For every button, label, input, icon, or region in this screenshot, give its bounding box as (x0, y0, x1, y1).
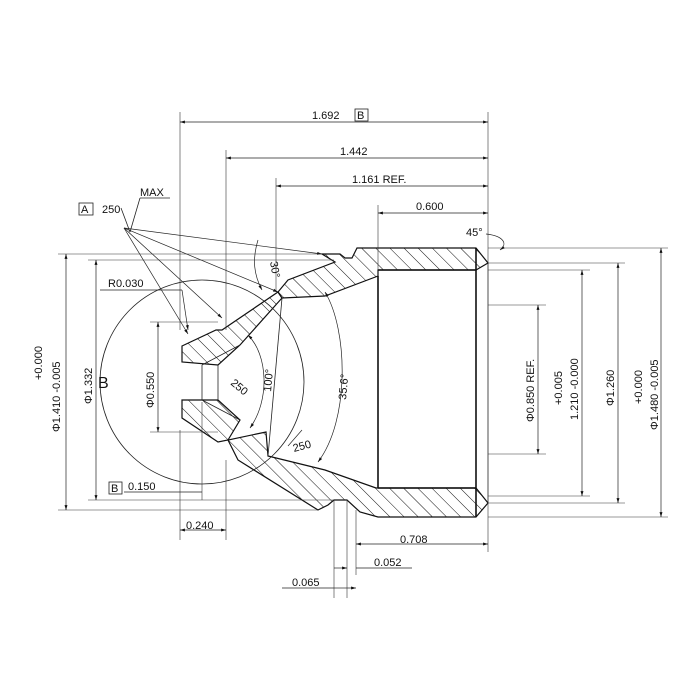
finish-250-inner: 250 (228, 377, 250, 398)
dia-0850-ref: Φ0.850 REF. (525, 359, 537, 422)
dim-0065: 0.065 (292, 577, 320, 589)
datum-b-ref-top: B (357, 110, 364, 122)
angle-30: 30° (267, 260, 282, 278)
datum-a: A (81, 204, 89, 216)
top-dimensions (179, 112, 489, 330)
dia-1260: Φ1.260 (605, 370, 617, 406)
dia-0550: Φ0.550 (145, 372, 157, 408)
dia-1210-tol-upper: +0.005 (553, 371, 565, 405)
section-nose-lower (181, 399, 241, 443)
datum-b-box-top (354, 108, 369, 122)
dim-0150: 0.150 (128, 481, 156, 493)
dim-0708: 0.708 (400, 534, 428, 546)
dia-1332: Φ1.332 (83, 368, 95, 404)
dia-1480-tol-upper: +0.000 (633, 370, 645, 404)
finish-250-lower: 250 (292, 439, 313, 455)
part-section (181, 247, 489, 518)
dim-bore-depth: 0.600 (416, 201, 444, 213)
dia-1410-main: Φ1.410 -0.005 (51, 361, 63, 432)
dia-1410-tol-upper: +0.000 (33, 346, 45, 380)
detail-label-b: B (98, 375, 109, 392)
datum-b-letter: B (111, 483, 118, 495)
dim-ref-length: 1.161 REF. (352, 174, 406, 186)
angle-35-6: 35.6° (337, 374, 351, 401)
dim-overall-length: 1.692 (312, 110, 340, 122)
dim-length-2: 1.442 (340, 146, 368, 158)
section-bottom-wall (227, 431, 489, 518)
surface-finish-note (78, 197, 323, 335)
radius-label: R0.030 (108, 278, 143, 290)
dia-1210-main: 1.210 -0.000 (569, 358, 581, 420)
dim-0052: 0.052 (374, 557, 402, 569)
bore-outline (201, 248, 489, 517)
surface-finish-250: 250 (102, 204, 120, 216)
bottom-dimensions (108, 402, 489, 598)
right-dimensions (488, 247, 668, 518)
surface-finish-max: MAX (140, 187, 165, 199)
left-dimensions (58, 253, 334, 511)
dia-1480-main: Φ1.480 -0.005 (649, 359, 661, 430)
dim-0240: 0.240 (186, 520, 214, 532)
angle-100: 100° (262, 369, 276, 393)
chamfer-angle: 45° (466, 227, 483, 239)
section-top-wall (277, 247, 489, 299)
